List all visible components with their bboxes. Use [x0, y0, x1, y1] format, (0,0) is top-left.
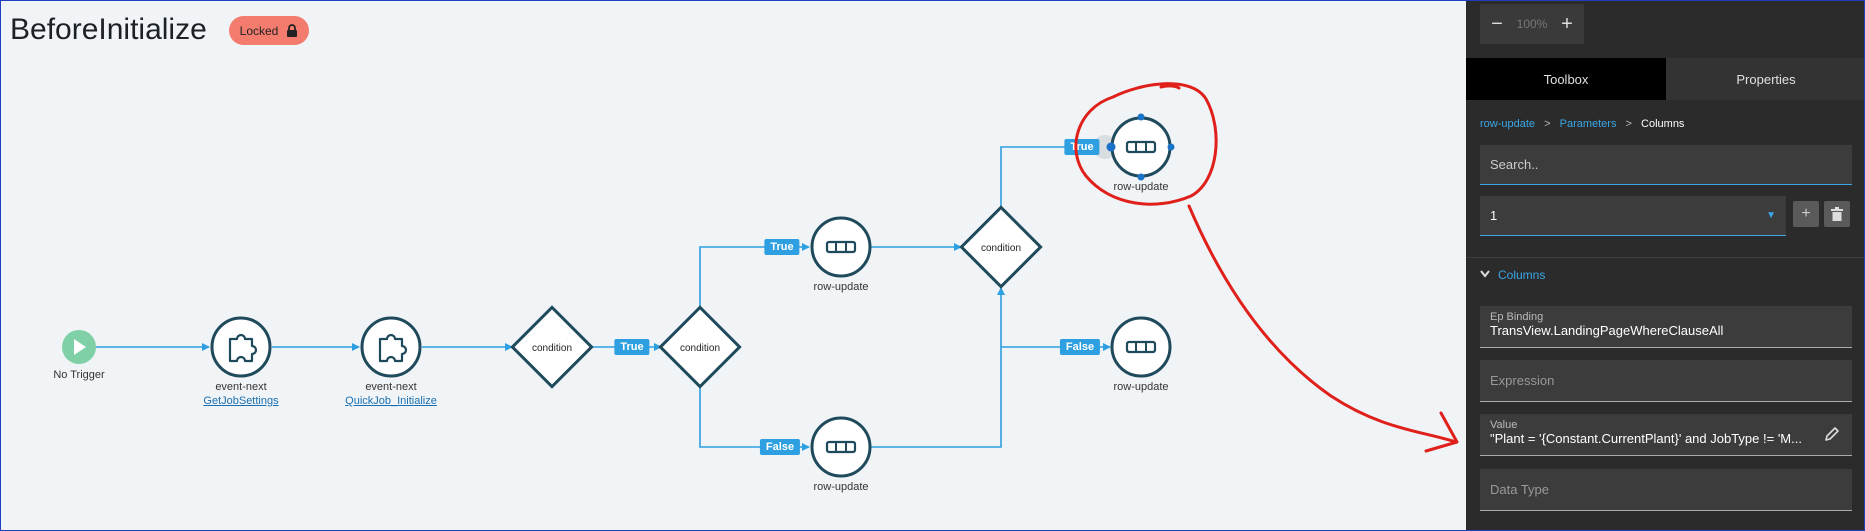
expression-field[interactable]: Expression [1480, 360, 1852, 402]
trash-icon [1831, 207, 1843, 221]
side-panel: − 100% + Toolbox Properties row-update >… [1466, 1, 1864, 530]
value-text: "Plant = '{Constant.CurrentPlant}' and J… [1490, 431, 1802, 446]
condition-1-text: condition [532, 343, 572, 354]
edge-false-badge: False [759, 439, 801, 455]
data-type-placeholder: Data Type [1490, 482, 1550, 497]
connector-handle-right[interactable] [1167, 143, 1175, 151]
ep-binding-field[interactable]: Ep Binding TransView.LandingPageWhereCla… [1480, 306, 1852, 348]
breadcrumb-separator: > [1544, 118, 1551, 130]
workflow-canvas[interactable]: BeforeInitialize Locked [1, 1, 1466, 530]
connector-handle-left[interactable] [1106, 142, 1116, 152]
ep-binding-label: Ep Binding [1490, 311, 1544, 323]
add-column-button[interactable]: + [1793, 201, 1819, 227]
row-icon [825, 440, 857, 454]
locked-badge: Locked [229, 16, 309, 45]
columns-section-title: Columns [1498, 268, 1546, 282]
edge-cond3-row-true [1000, 143, 1111, 208]
search-input[interactable] [1480, 145, 1852, 185]
row-update-bottom-label: row-update [813, 481, 869, 493]
section-divider [1466, 257, 1864, 258]
puzzle-icon [228, 333, 258, 363]
condition-node-1[interactable] [510, 305, 594, 389]
row-update-node-true-selected[interactable] [1093, 113, 1175, 181]
zoom-in-button[interactable]: + [1561, 12, 1573, 35]
row-update-true-label: row-update [1113, 181, 1169, 193]
tab-toolbox[interactable]: Toolbox [1466, 58, 1666, 100]
breadcrumb-row-update[interactable]: row-update [1480, 118, 1536, 130]
row-update-node-top[interactable] [810, 216, 872, 278]
panel-tabs: Toolbox Properties [1466, 58, 1864, 100]
event-node-1[interactable] [210, 316, 272, 378]
pencil-icon[interactable] [1824, 426, 1840, 442]
chevron-down-icon [1480, 269, 1490, 281]
event-node-2[interactable] [360, 316, 422, 378]
zoom-control: − 100% + [1480, 4, 1584, 44]
row-update-node-false[interactable] [1110, 316, 1172, 378]
data-type-field[interactable]: Data Type [1480, 469, 1852, 511]
ep-binding-value: TransView.LandingPageWhereClauseAll [1490, 323, 1724, 338]
row-update-node-bottom[interactable] [810, 416, 872, 478]
condition-node-2[interactable] [658, 305, 742, 389]
zoom-level: 100% [1516, 17, 1548, 31]
edge-cond2-row-top [699, 243, 810, 308]
row-icon [825, 240, 857, 254]
row-icon [1125, 340, 1157, 354]
delete-column-button[interactable] [1824, 201, 1850, 227]
connector-handle-bottom[interactable] [1137, 173, 1145, 181]
breadcrumb-separator: > [1625, 118, 1632, 130]
page-title: BeforeInitialize [10, 13, 207, 46]
workflow-graph: condition condition condition [62, 113, 1175, 478]
column-select[interactable]: 1 ▼ [1480, 196, 1786, 236]
event-2-label: event-next [365, 381, 417, 393]
edge-row-bottom-cond3 [871, 287, 1005, 448]
event-1-link[interactable]: GetJobSettings [203, 395, 279, 407]
puzzle-icon [378, 333, 408, 363]
breadcrumb-parameters[interactable]: Parameters [1559, 118, 1617, 130]
column-select-value: 1 [1490, 208, 1498, 223]
event-2-link[interactable]: QuickJob_Initialize [345, 395, 437, 407]
edge-true-badge: True [614, 339, 650, 355]
breadcrumb-columns: Columns [1641, 118, 1685, 130]
play-icon [74, 339, 86, 355]
condition-3-text: condition [981, 243, 1021, 254]
edge-true-badge: True [764, 239, 800, 255]
edge-true-badge: True [1064, 139, 1100, 155]
value-label: Value [1490, 419, 1518, 431]
value-field[interactable]: Value "Plant = '{Constant.CurrentPlant}'… [1480, 414, 1852, 456]
edge-cond2-row-bottom [699, 386, 810, 451]
locked-label: Locked [239, 23, 279, 38]
tab-properties[interactable]: Properties [1666, 58, 1864, 100]
row-update-top-label: row-update [813, 281, 869, 293]
breadcrumb: row-update > Parameters > Columns [1480, 118, 1684, 130]
row-update-false-label: row-update [1113, 381, 1169, 393]
condition-2-text: condition [680, 343, 720, 354]
edge-false-badge: False [1059, 339, 1101, 355]
caret-down-icon: ▼ [1766, 210, 1776, 221]
expression-placeholder: Expression [1490, 373, 1555, 388]
columns-section-toggle[interactable]: Columns [1480, 268, 1545, 282]
connector-handle-top[interactable] [1137, 113, 1145, 121]
zoom-out-button[interactable]: − [1491, 12, 1503, 35]
trigger-label: No Trigger [53, 369, 105, 381]
event-1-label: event-next [215, 381, 267, 393]
lock-icon [287, 24, 298, 37]
condition-node-3[interactable] [959, 205, 1043, 289]
